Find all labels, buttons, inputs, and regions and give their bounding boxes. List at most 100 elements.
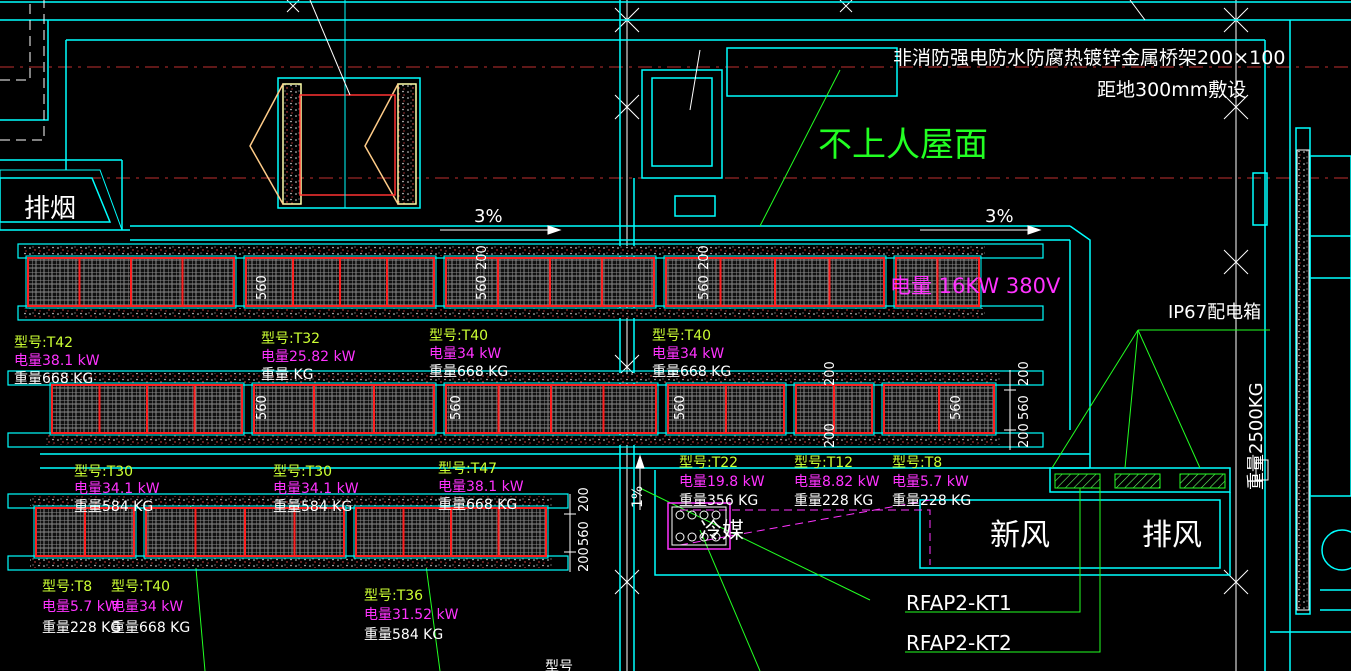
- unit-frame: [793, 382, 875, 436]
- unit-model: 型号:T8: [892, 455, 942, 471]
- chiller-unit: [443, 255, 657, 309]
- smoke-duct-outline: [0, 0, 45, 141]
- unit-power: 电量34 kW: [111, 599, 183, 615]
- roof-label: 不上人屋面: [818, 125, 988, 165]
- dim-560: 560: [577, 521, 592, 546]
- unit-frame: [353, 505, 549, 559]
- unit-weight: 重量228 KG: [892, 493, 971, 509]
- unit-label-7: 型号:T47 电量38.1 kW 重量668 KG: [438, 461, 524, 513]
- unit-model: 型号:T12: [794, 455, 853, 471]
- dim-200: 200: [1017, 423, 1032, 448]
- exhaust-label: 排风: [1142, 518, 1202, 553]
- unit-model: 型号:T40: [111, 579, 170, 595]
- unit-model: 型号:T40: [652, 328, 711, 344]
- bottom-cut-label: 型号: [545, 659, 573, 671]
- power-note: 电量 16KW 380V: [890, 274, 1061, 298]
- unit-frame: [251, 382, 437, 436]
- unit-frame: [893, 255, 982, 309]
- unit-power: 电量38.1 kW: [438, 479, 524, 495]
- dim-200: 200: [577, 487, 592, 512]
- smoke-outlet: [0, 169, 123, 231]
- fresh-air-label: 新风: [990, 518, 1050, 553]
- axis-vertical-lines: [626, 0, 1237, 671]
- unit-frame: [443, 255, 657, 309]
- unit-model: 型号:T30: [273, 464, 332, 480]
- dim-560: 560: [949, 395, 964, 420]
- unit-weight: 重量668 KG: [429, 364, 508, 380]
- chiller-unit: [793, 382, 875, 436]
- dim-560: 560: [255, 395, 270, 420]
- ahu-zone: [667, 473, 1226, 565]
- chiller-unit: [49, 382, 245, 436]
- gravel-band: [46, 435, 1000, 445]
- water-pump-icons: [671, 506, 727, 546]
- unit-frame: [243, 255, 437, 309]
- unit-power: 电量5.7 kW: [892, 474, 969, 490]
- slope-left-label: 3%: [474, 206, 503, 227]
- unit-model: 型号:T42: [14, 335, 73, 351]
- unit-label-5: 型号:T30 电量34.1 kW 重量584 KG: [74, 464, 160, 515]
- unit-label-10: 型号:T8 电量5.7 kW 重量228 KG: [892, 455, 971, 509]
- unit-frame: [443, 382, 659, 436]
- chiller-unit: [353, 505, 549, 559]
- vertical-duct: [1296, 149, 1310, 611]
- unit-label-9: 型号:T12 电量8.82 kW 重量228 KG: [794, 455, 880, 509]
- weight-box: [1255, 459, 1269, 481]
- unit-weight: 重量668 KG: [652, 364, 731, 380]
- dim-560: 560: [475, 275, 490, 300]
- unit-model: 型号:T40: [429, 328, 488, 344]
- unit-body: [253, 384, 435, 434]
- equipment-rows: [22, 246, 1000, 568]
- dim-200: 200: [475, 245, 490, 270]
- slope-arrows: [440, 225, 1042, 510]
- dim-560: 560: [255, 275, 270, 300]
- leader-lines: [309, 0, 1146, 111]
- unit-model: 型号:T22: [679, 455, 738, 471]
- unit-frame: [49, 382, 245, 436]
- unit-weight: 重量668 KG: [438, 497, 517, 513]
- unit-label-2: 型号:T32 电量25.82 kW 重量 KG: [261, 331, 356, 383]
- unit-model: 型号:T32: [261, 331, 320, 347]
- unit-power: 电量34.1 kW: [74, 481, 160, 497]
- unit-model: 型号:T30: [74, 464, 133, 480]
- unit-label-11: 型号:T8 电量5.7 kW 重量228 KG: [42, 579, 121, 636]
- dim-560: 560: [673, 395, 688, 420]
- gravel-band: [30, 558, 552, 568]
- unit-label-4: 型号:T40 电量34 kW 重量668 KG: [652, 328, 731, 380]
- gravel-band: [30, 496, 552, 506]
- unit-power: 电量25.82 kW: [261, 349, 356, 365]
- dimensions: [564, 370, 1016, 572]
- unit-power: 电量19.8 kW: [679, 474, 765, 490]
- unit-frame: [881, 382, 997, 436]
- dim-200: 200: [1017, 361, 1032, 386]
- gravel-band: [22, 246, 985, 256]
- unit-model: 型号:T47: [438, 461, 497, 477]
- unit-power: 电量34 kW: [429, 346, 501, 362]
- unit-label-13: 型号:T36 电量31.52 kW 重量584 KG: [364, 588, 459, 643]
- chiller-unit: [33, 505, 137, 559]
- slope-right-label: 3%: [985, 206, 1014, 227]
- unit-power: 电量34 kW: [652, 346, 724, 362]
- unit-power: 电量38.1 kW: [14, 353, 100, 369]
- chiller-unit: [443, 382, 659, 436]
- chiller-unit: [25, 255, 237, 309]
- tray-note: 非消防强电防水防腐热镀锌金属桥架200×100: [893, 47, 1285, 69]
- dim-560: 560: [697, 275, 712, 300]
- slope-vert-label: 1%: [630, 486, 646, 508]
- unit-weight: 重量 KG: [261, 367, 313, 383]
- smoke-label: 排烟: [24, 194, 76, 224]
- unit-weight: 重量228 KG: [42, 620, 121, 636]
- dim-200: 200: [577, 547, 592, 572]
- chiller-unit: [243, 255, 437, 309]
- unit-weight: 重量668 KG: [14, 371, 93, 387]
- panel-label-kt2: RFAP2-KT2: [906, 631, 1012, 655]
- unit-weight: 重量584 KG: [273, 499, 352, 515]
- gravel-band: [22, 308, 985, 318]
- unit-model: 型号:T8: [42, 579, 92, 595]
- unit-weight: 重量584 KG: [74, 499, 153, 515]
- unit-weight: 重量584 KG: [364, 627, 443, 643]
- unit-frame: [25, 255, 237, 309]
- unit-weight: 重量228 KG: [794, 493, 873, 509]
